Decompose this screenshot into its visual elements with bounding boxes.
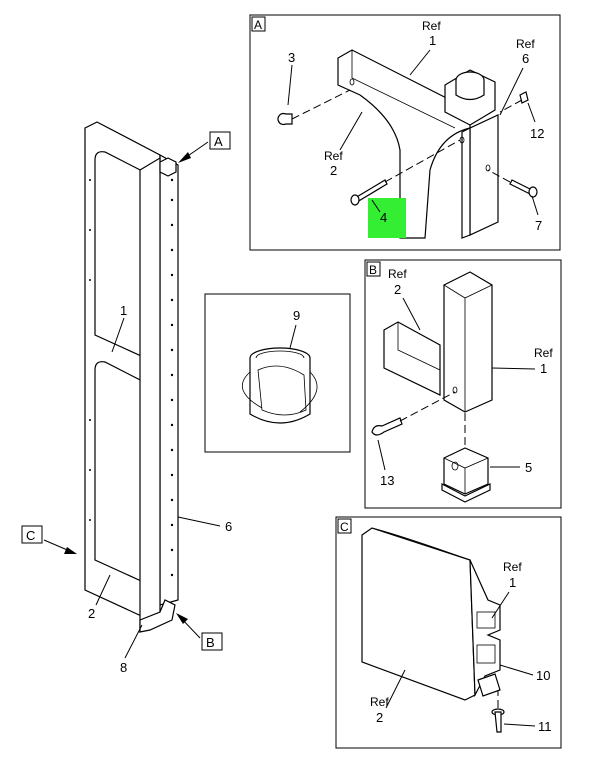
callout-a-ref1-ref: Ref [422,19,441,33]
detail-c-panel [361,527,476,701]
bolt-13-icon [371,417,403,436]
detail-a: A 3 4 12 7 [249,14,561,251]
callout-c-11: 11 [538,719,552,734]
detail-b-tag [366,261,381,277]
bolt-3-icon [277,112,293,126]
detail-a-tag [251,16,266,32]
callout-c-main: C [26,528,35,543]
screw-12-icon [519,91,529,104]
callout-4-highlight [368,198,406,238]
detail-b-panel [383,321,441,396]
paint-detail: 9 [204,293,351,453]
paint-frame [204,293,351,453]
detail-b: B 13 5 Ref 2 Ref 1 [364,259,562,509]
detail-b-tag-label: B [369,263,377,277]
callout-main-1: 1 [120,303,127,318]
cap-5-icon [443,447,489,495]
detail-b-post [443,271,493,413]
rail-holes [89,178,174,577]
callout-a-main: A [214,134,223,149]
detail-a-tag-label: A [254,18,262,32]
detail-b-frame [364,259,562,509]
callout-c-ref1-num: 1 [509,575,516,590]
callout-a-box [209,131,231,150]
callout-b-ref2-ref: Ref [388,267,407,281]
detail-a-rail [469,114,499,236]
callout-c-box [21,525,43,544]
detail-c-tag [337,518,352,534]
callout-c-10: 10 [536,668,550,683]
callout-main-6: 6 [225,519,232,534]
callout-a-ref2-ref: Ref [324,149,343,163]
callout-a-ref2-num: 2 [330,163,337,178]
callout-a-ref1-num: 1 [429,33,436,48]
detail-c: C 11 10 Ref 1 Ref 2 [335,516,562,749]
callout-b-ref1-ref: Ref [534,346,553,360]
detail-c-tag-label: C [340,520,349,534]
main-side-rail [159,153,179,606]
callout-c-ref2-ref: Ref [370,695,389,709]
callout-b-5: 5 [525,460,532,475]
callout-a-12: 12 [530,126,544,141]
callout-9: 9 [293,308,300,323]
detail-a-frame [249,14,561,251]
callout-a-ref6-num: 6 [522,51,529,66]
callout-b-ref2-num: 2 [394,282,401,297]
callout-b-13: 13 [380,473,394,488]
callout-main-2: 2 [88,606,95,621]
main-assembly: A B C 1 6 2 8 [21,121,232,675]
callout-b-main: B [206,635,215,650]
detail-c-frame [335,516,562,749]
callout-a-3: 3 [288,50,295,65]
callout-b-ref1-num: 1 [540,361,547,376]
callout-b-box [201,632,223,651]
callout-c-ref2-num: 2 [376,710,383,725]
callout-c-ref1-ref: Ref [503,560,522,574]
callout-a-4: 4 [380,210,387,225]
callout-a-7: 7 [535,218,542,233]
detail-a-panel [337,49,471,239]
callout-main-8: 8 [120,660,127,675]
callout-a-ref6-ref: Ref [516,37,535,51]
